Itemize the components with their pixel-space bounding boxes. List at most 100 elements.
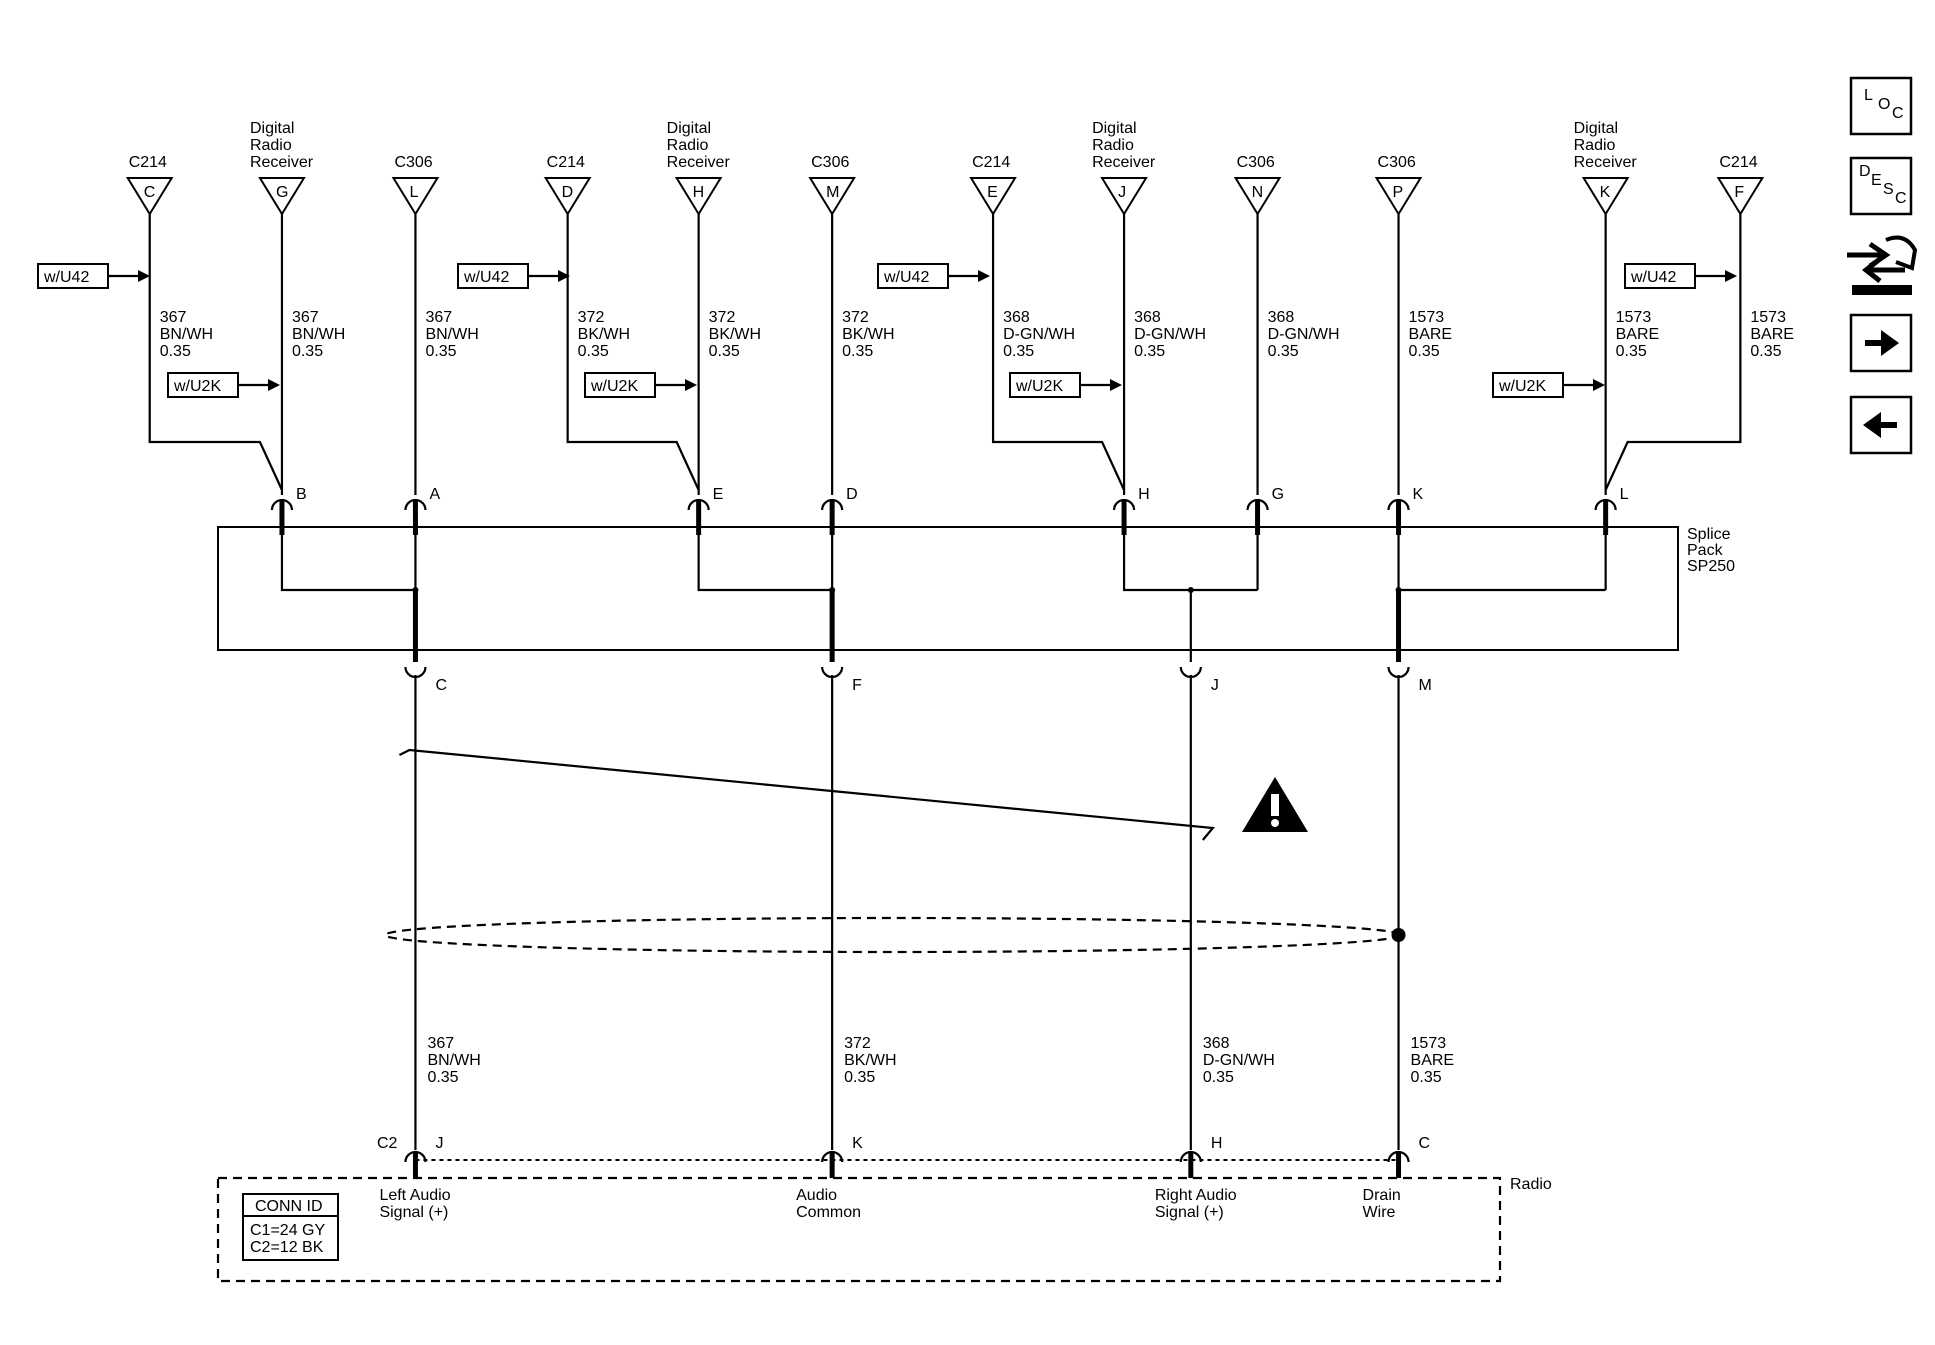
arrow-right-icon bbox=[1110, 379, 1122, 391]
connector-name-line: Radio bbox=[1092, 137, 1134, 154]
connector-triangle-icon bbox=[125, 177, 174, 216]
radio-box bbox=[216, 1176, 1502, 1283]
connector-triangle-icon bbox=[1716, 177, 1765, 216]
arrow-right-icon bbox=[685, 379, 697, 391]
splice-bus bbox=[1122, 535, 1258, 592]
radio-pin-label: Left Audio bbox=[379, 1187, 450, 1204]
wire-label: 1573 bbox=[1750, 309, 1786, 326]
connector-name: C306 bbox=[811, 154, 849, 171]
option-w-u2k: w/U2K bbox=[167, 372, 280, 398]
conn-id-line: C1=24 GY bbox=[250, 1222, 325, 1239]
wire-label: BARE bbox=[1750, 326, 1794, 343]
wire-label: 0.35 bbox=[1750, 343, 1781, 360]
arrow-right-icon bbox=[138, 270, 150, 282]
splice-top-pin: B bbox=[296, 486, 307, 503]
option-w-u42: w/U42 bbox=[37, 263, 150, 289]
connector-schematic-icon[interactable] bbox=[1847, 235, 1918, 295]
loc-button[interactable]: LOC bbox=[1849, 76, 1913, 136]
conn-id-title: CONN ID bbox=[255, 1198, 323, 1215]
connector-name-line: Digital bbox=[1092, 120, 1136, 137]
top-connectors: C214C367BN/WH0.35DigitalRadioReceiverG36… bbox=[37, 120, 1794, 398]
wire-label: D-GN/WH bbox=[1268, 326, 1340, 343]
wire-label: BK/WH bbox=[709, 326, 761, 343]
warning-exclamation bbox=[1271, 794, 1279, 816]
splice-bottom-pin: C bbox=[435, 677, 447, 694]
splice-top-pin: H bbox=[1138, 486, 1150, 503]
wire-label: 0.35 bbox=[1409, 343, 1440, 360]
lower-wire-label: 368 bbox=[1203, 1035, 1230, 1052]
desc-button-frame[interactable] bbox=[1849, 156, 1913, 216]
tool-shape[interactable] bbox=[1852, 285, 1912, 295]
arrow-right-icon bbox=[558, 270, 570, 282]
connector-pin: F bbox=[1734, 184, 1744, 201]
wire-label: 0.35 bbox=[842, 343, 873, 360]
wire-label: 372 bbox=[842, 309, 869, 326]
radio-pin-label: Right Audio bbox=[1155, 1187, 1237, 1204]
splice-bus bbox=[1397, 535, 1606, 592]
arrow-right-icon[interactable] bbox=[1865, 330, 1899, 356]
wire-c214 bbox=[1604, 214, 1742, 491]
wire-label: 368 bbox=[1134, 309, 1161, 326]
connector-triangle-icon bbox=[808, 177, 856, 216]
connector-name-line: Digital bbox=[1574, 120, 1618, 137]
radio-pin: H bbox=[1211, 1135, 1223, 1152]
desc-letter: S bbox=[1883, 181, 1894, 198]
lower-wire-label: 367 bbox=[427, 1035, 454, 1052]
wire-c214 bbox=[566, 214, 700, 491]
connector-triangle-icon bbox=[1581, 177, 1630, 216]
wire-c214 bbox=[991, 214, 1126, 491]
back-button[interactable] bbox=[1849, 395, 1913, 455]
double-arrow-shape[interactable] bbox=[1847, 241, 1905, 283]
wire-label: 0.35 bbox=[1003, 343, 1034, 360]
option-w-u2k: w/U2K bbox=[1492, 372, 1605, 398]
wire-label: 0.35 bbox=[709, 343, 740, 360]
splice-pack-label: SP250 bbox=[1687, 558, 1735, 575]
option-label: w/U42 bbox=[43, 269, 89, 286]
connector-triangle-icon bbox=[258, 177, 306, 216]
connector-name-line: Radio bbox=[250, 137, 292, 154]
splice-bus bbox=[697, 535, 833, 592]
next-button[interactable] bbox=[1849, 313, 1913, 373]
wire-label: BK/WH bbox=[578, 326, 630, 343]
wire-label: 0.35 bbox=[1268, 343, 1299, 360]
connector-name: C306 bbox=[394, 154, 432, 171]
lower-wire-label: 1573 bbox=[1411, 1035, 1447, 1052]
lower-wire-label: BK/WH bbox=[844, 1052, 896, 1069]
lower-wire-label: BARE bbox=[1411, 1052, 1455, 1069]
arrow-left-icon[interactable] bbox=[1863, 412, 1897, 438]
warning-exclamation-dot bbox=[1271, 819, 1279, 827]
connector-name-line: Receiver bbox=[250, 154, 314, 171]
conn-id-line: C2=12 BK bbox=[250, 1239, 324, 1256]
option-w-u42: w/U42 bbox=[1624, 263, 1737, 289]
wire-label: BARE bbox=[1616, 326, 1660, 343]
splice-pack-label: Splice bbox=[1687, 526, 1731, 543]
connector-name-line: Receiver bbox=[667, 154, 731, 171]
loc-letter: C bbox=[1892, 105, 1904, 122]
connector-pin: N bbox=[1252, 184, 1264, 201]
option-label: w/U42 bbox=[463, 269, 509, 286]
connector-name-line: Digital bbox=[667, 120, 711, 137]
connector-name: C214 bbox=[129, 154, 167, 171]
loc-button-frame[interactable] bbox=[1849, 76, 1913, 136]
arrow-right-icon bbox=[268, 379, 280, 391]
connector-triangle-icon bbox=[391, 177, 440, 216]
connector-pin: G bbox=[276, 184, 288, 201]
splice-bottom-pin: F bbox=[852, 677, 862, 694]
wire-label: 0.35 bbox=[578, 343, 609, 360]
radio-pin-label: Drain bbox=[1363, 1187, 1401, 1204]
arrow-right-icon bbox=[978, 270, 990, 282]
wire-label: 367 bbox=[160, 309, 187, 326]
wire-label: 0.35 bbox=[160, 343, 191, 360]
wire-label: 372 bbox=[709, 309, 736, 326]
connector-name-line: Radio bbox=[1574, 137, 1616, 154]
lower-wire-label: 0.35 bbox=[844, 1069, 875, 1086]
connector-shape[interactable] bbox=[1885, 235, 1918, 271]
connector-pin: P bbox=[1393, 184, 1404, 201]
drain-splice-node bbox=[1391, 928, 1406, 942]
